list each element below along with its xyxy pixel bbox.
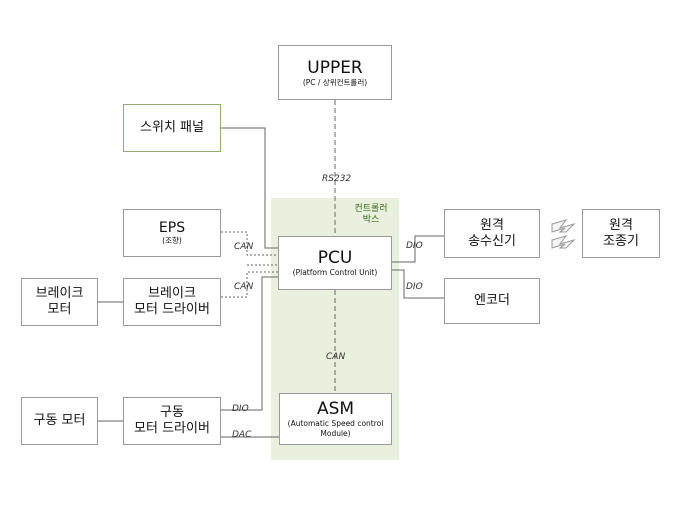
rs232-label: RS232 [322,174,352,184]
dio-encoder-label: DIO [406,282,423,292]
drive-driver-box: 구동 모터 드라이버 [123,397,221,445]
brake-driver-box: 브레이크 모터 드라이버 [123,278,221,326]
switch-panel-box: 스위치 패널 [123,104,221,152]
remote-transceiver-title: 원격 송수신기 [468,217,516,249]
wireless-link-icon [551,219,576,249]
remote-controller-box: 원격 조종기 [582,209,660,258]
brake-motor-box: 브레이크 모터 [21,278,98,326]
dac-drive-label: DAC [232,430,252,440]
pcu-box: PCU (Platform Control Unit) [278,236,392,290]
dio-remote-line [392,235,444,263]
dio-encoder-line [392,269,444,299]
can-eps-label: CAN [234,242,254,252]
encoder-box: 엔코더 [444,278,540,324]
controller-box-label: 컨트롤러 박스 [354,204,388,225]
eps-title: EPS [158,220,186,236]
brake-driver-title: 브레이크 모터 드라이버 [134,286,210,317]
upper-subtitle: (PC / 상위컨트롤러) [302,77,368,87]
can-asm-label: CAN [326,352,346,362]
upper-box: UPPER (PC / 상위컨트롤러) [278,45,392,100]
asm-subtitle: (Automatic Speed control Module) [287,419,384,438]
upper-title: UPPER [307,57,363,78]
switch-panel-line [221,127,278,249]
pcu-subtitle: (Platform Control Unit) [292,268,378,277]
can-eps-line [221,231,278,256]
dio-drive-label: DIO [232,404,249,414]
remote-transceiver-box: 원격 송수신기 [444,209,540,258]
encoder-title: 엔코더 [474,293,510,308]
switch-panel-title: 스위치 패널 [140,120,204,135]
asm-title: ASM [316,399,355,419]
can-brake-line [221,271,278,298]
can-brake-label: CAN [234,282,254,292]
drive-motor-box: 구동 모터 [21,397,98,445]
drive-driver-title: 구동 모터 드라이버 [134,405,210,436]
pcu-title: PCU [317,248,353,268]
brake-motor-title: 브레이크 모터 [35,286,84,317]
eps-subtitle: (조향) [162,236,182,245]
asm-box: ASM (Automatic Speed control Module) [279,393,392,445]
drive-motor-title: 구동 모터 [33,413,86,428]
eps-box: EPS (조향) [123,209,221,257]
remote-controller-title: 원격 조종기 [603,217,639,249]
dio-remote-label: DIO [406,241,423,251]
dio-drive-line [221,276,278,411]
